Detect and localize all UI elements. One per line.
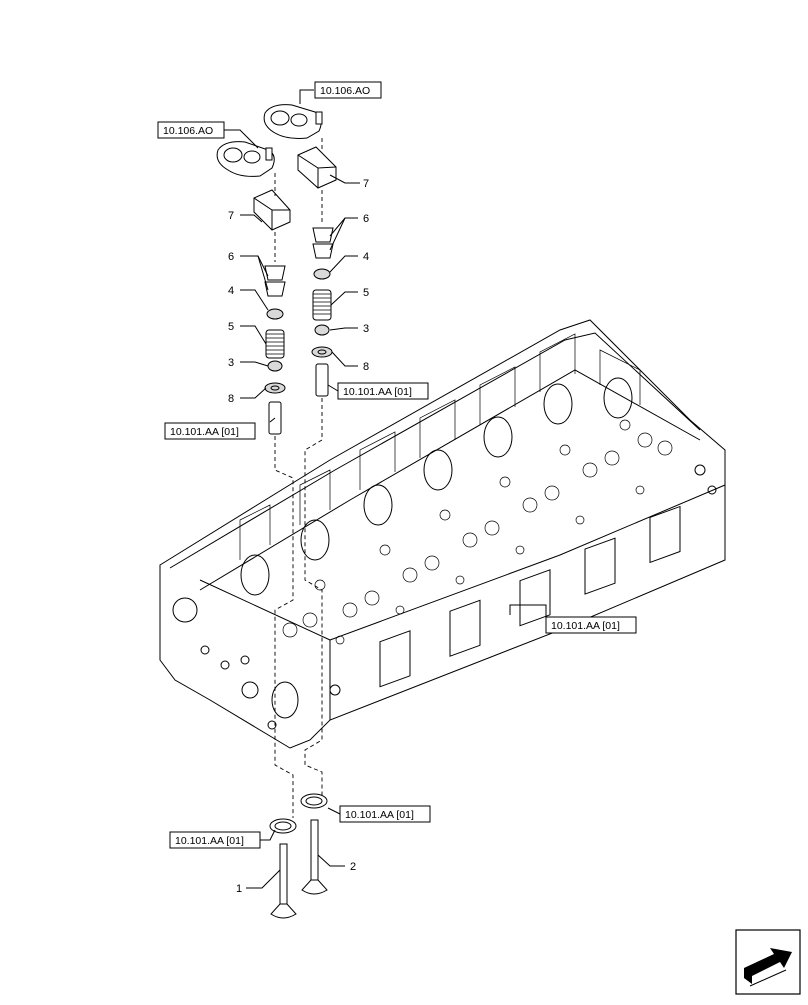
- ref-cylinder-head[interactable]: 10.101.AA [01]: [545, 616, 637, 634]
- valve-bridge-left: [253, 189, 291, 231]
- rocker-arm-right: [263, 104, 323, 139]
- valve-spring-right: [312, 289, 332, 321]
- valve-intake: [301, 819, 328, 895]
- callout-numbers: 7 6 4 5 3 8 7 6 4 5 3 8 1 2: [228, 178, 369, 895]
- valve-spring-left: [265, 329, 285, 359]
- callout-5-left: 5: [228, 321, 234, 333]
- callout-8-right: 8: [363, 361, 369, 373]
- valve-bridge-right: [297, 146, 337, 189]
- ref-seat-left[interactable]: 10.101.AA [01]: [169, 831, 261, 849]
- valve-guide-right: [315, 363, 329, 397]
- next-page-arrow-icon[interactable]: [735, 929, 801, 995]
- valve-exhaust: [270, 843, 297, 919]
- valve-stack-right: [263, 104, 337, 895]
- cylinder-head: [159, 319, 726, 749]
- spring-retainer-right: [313, 268, 331, 280]
- spring-retainer-left: [266, 308, 284, 320]
- svg-text:10.101.AA [01]: 10.101.AA [01]: [343, 386, 412, 398]
- svg-text:10.101.AA [01]: 10.101.AA [01]: [170, 426, 239, 438]
- callout-7-right: 7: [363, 178, 369, 190]
- valve-seat-left: [269, 818, 297, 834]
- callout-6-right: 6: [363, 213, 369, 225]
- valve-collets-right: [312, 227, 334, 259]
- svg-text:10.101.AA [01]: 10.101.AA [01]: [551, 620, 620, 632]
- leader-lines: [222, 89, 547, 889]
- valve-seal-right: [314, 324, 330, 336]
- ref-guide-right[interactable]: 10.101.AA [01]: [337, 382, 429, 400]
- svg-text:10.101.AA [01]: 10.101.AA [01]: [175, 835, 244, 847]
- spring-seat-right: [311, 346, 333, 358]
- callout-3-right: 3: [363, 323, 369, 335]
- svg-text:10.101.AA [01]: 10.101.AA [01]: [345, 809, 414, 821]
- reference-boxes: 10.106.AO 10.106.AO 10.101.AA [01] 10.10…: [157, 81, 637, 849]
- ref-rocker-right[interactable]: 10.106.AO: [314, 81, 382, 99]
- ref-rocker-left[interactable]: 10.106.AO: [157, 121, 225, 139]
- spring-seat-left: [264, 382, 286, 394]
- valve-seal-left: [267, 360, 283, 372]
- callout-5-right: 5: [363, 287, 369, 299]
- callout-1: 1: [236, 883, 242, 895]
- ref-guide-left[interactable]: 10.101.AA [01]: [164, 422, 256, 440]
- rocker-arm-left: [216, 141, 275, 177]
- callout-2: 2: [350, 861, 356, 873]
- callout-8-left: 8: [228, 393, 234, 405]
- valve-stack-left: [216, 141, 297, 919]
- valve-seat-right: [300, 793, 328, 809]
- callout-4-left: 4: [228, 285, 234, 297]
- callout-6-left: 6: [228, 251, 234, 263]
- svg-text:10.106.AO: 10.106.AO: [163, 125, 213, 137]
- svg-text:10.106.AO: 10.106.AO: [320, 85, 370, 97]
- valve-collets-left: [264, 265, 286, 297]
- callout-7-left: 7: [228, 210, 234, 222]
- callout-3-left: 3: [228, 357, 234, 369]
- callout-4-right: 4: [363, 251, 369, 263]
- ref-seat-right[interactable]: 10.101.AA [01]: [339, 805, 431, 823]
